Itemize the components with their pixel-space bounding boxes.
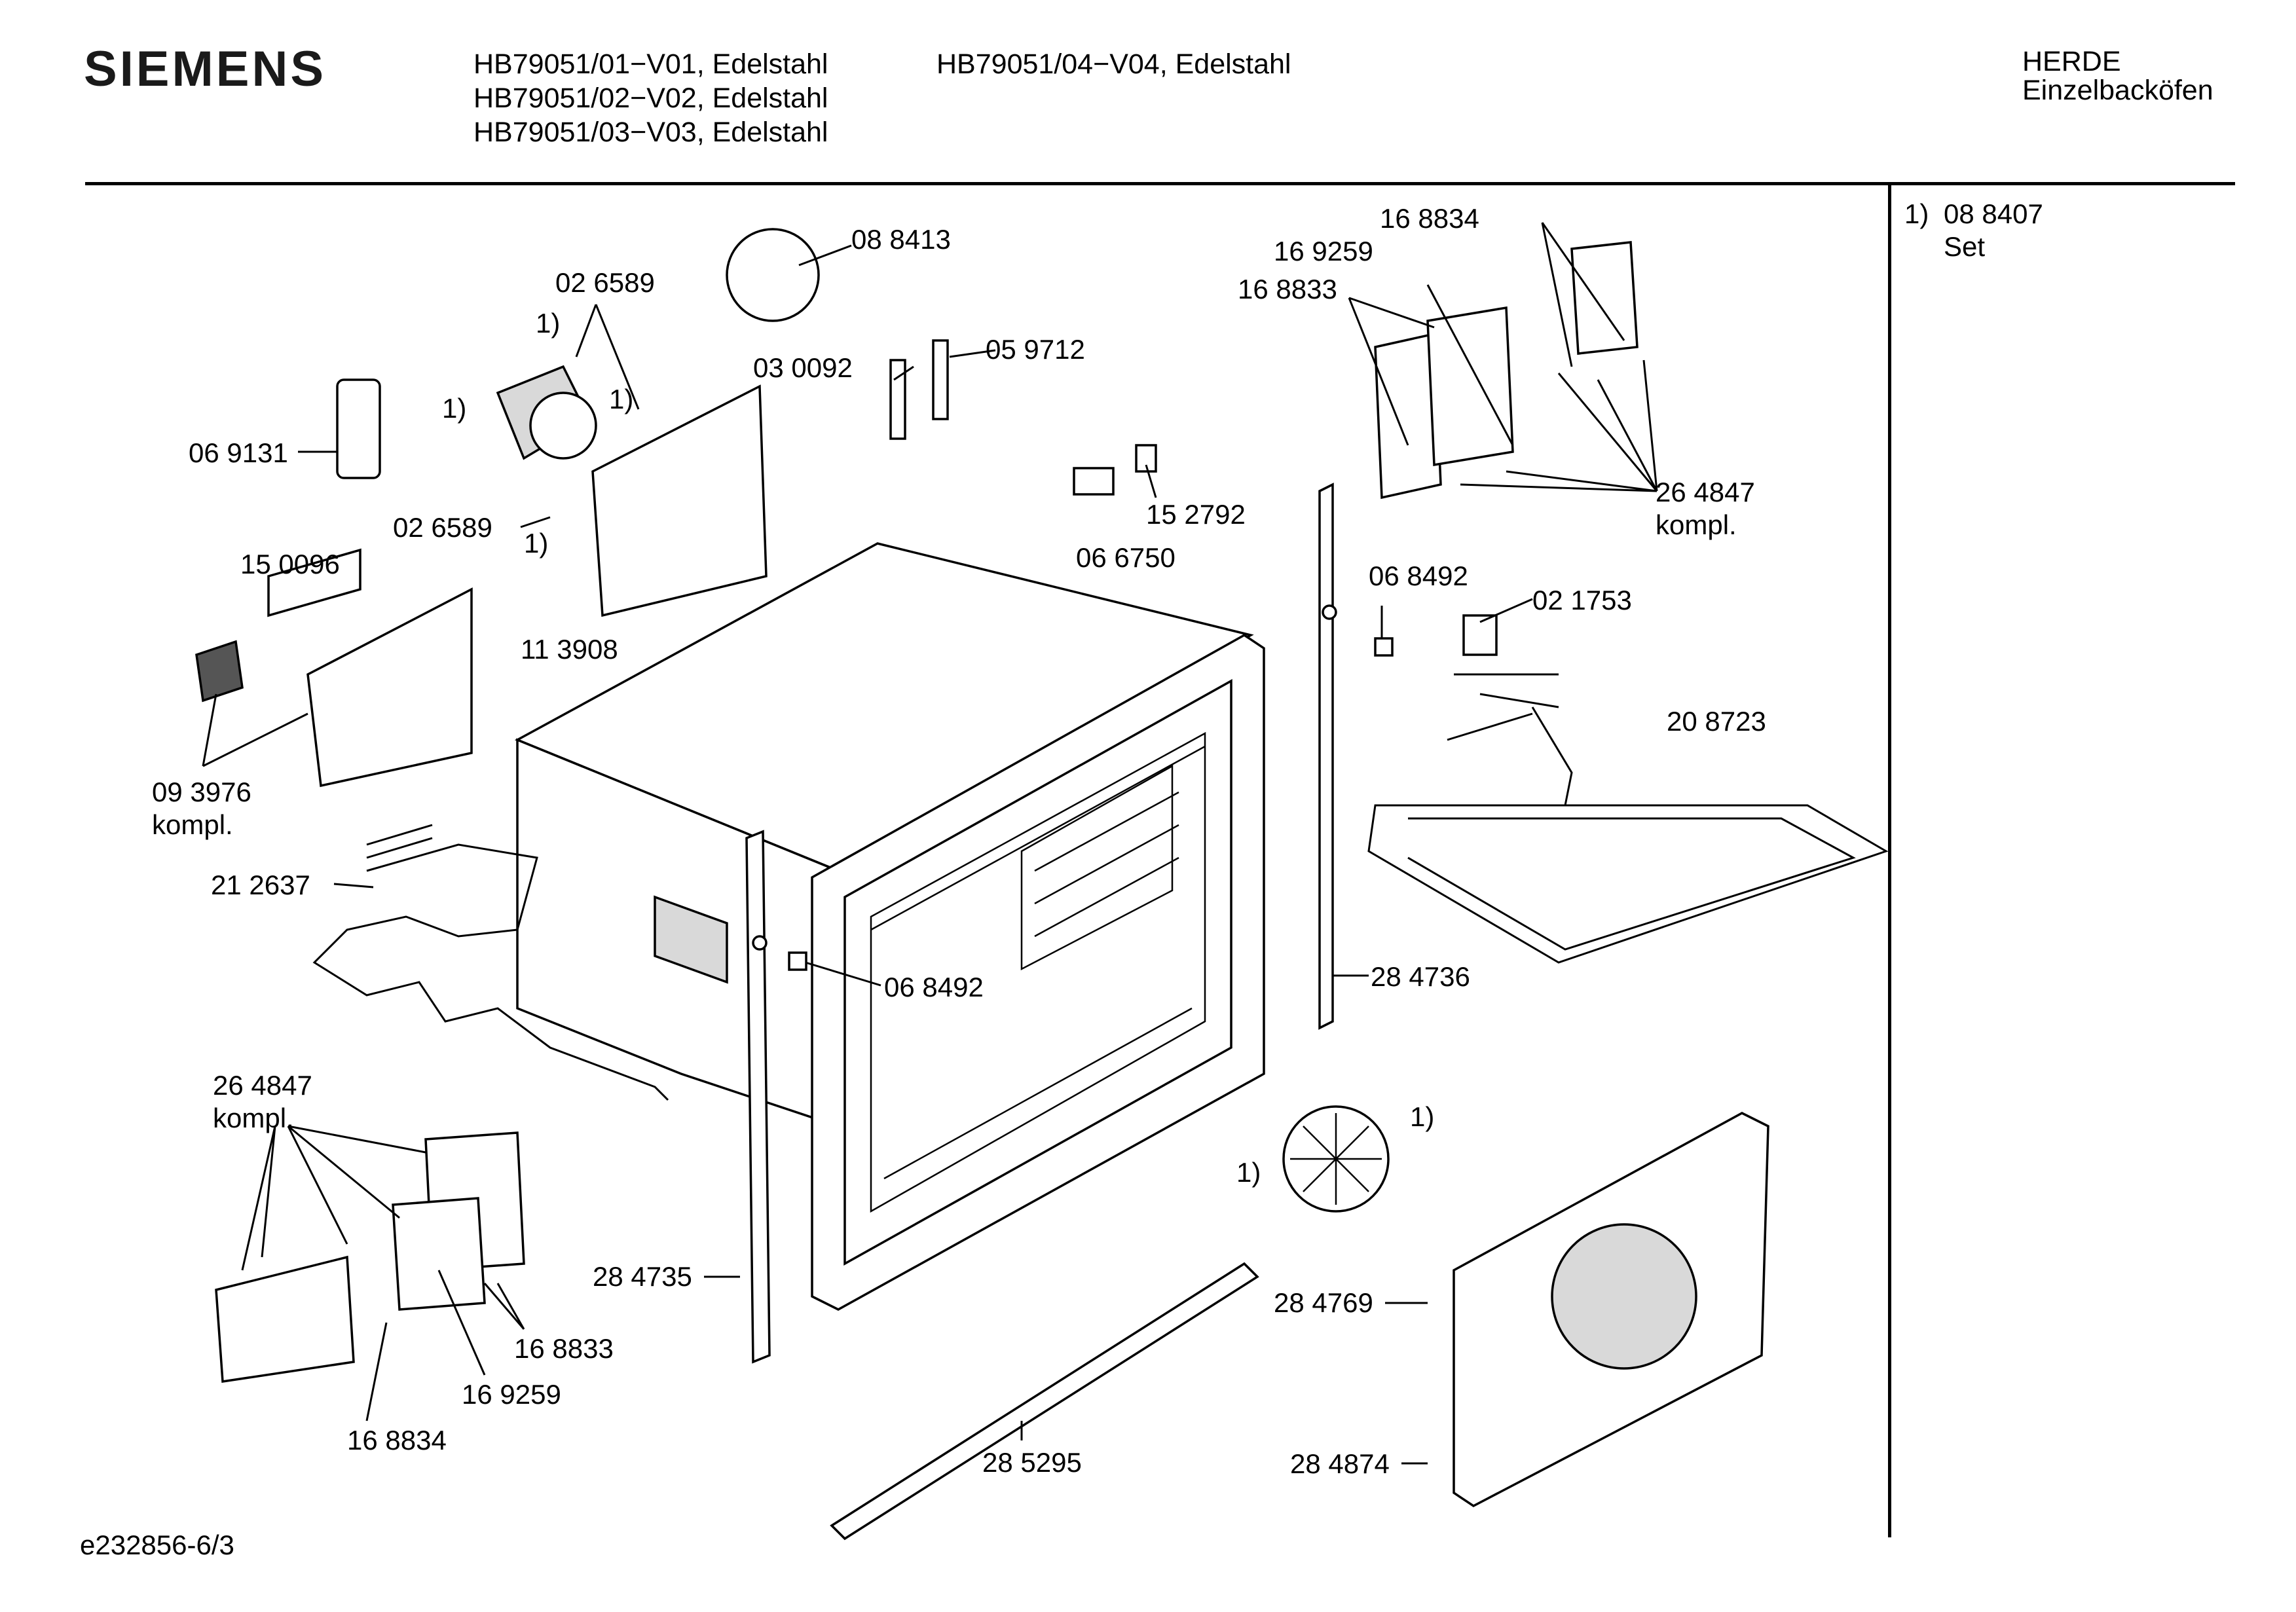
part-label-168834-top: 16 8834 bbox=[1380, 203, 1479, 234]
model-line: HB79051/04−V04, Edelstahl bbox=[936, 48, 1291, 80]
part-label-169259-bottom: 16 9259 bbox=[462, 1379, 561, 1410]
rear-fan-cover bbox=[1453, 1112, 1769, 1508]
part-label-068492-top: 06 8492 bbox=[1369, 560, 1468, 591]
note-code: 08 8407 bbox=[1944, 198, 2043, 229]
footnote-marker: 1) bbox=[536, 308, 561, 339]
grill-element bbox=[1367, 673, 1889, 964]
part-label-284735: 28 4735 bbox=[593, 1261, 692, 1292]
lamp-068492 bbox=[1374, 637, 1394, 657]
part-label-059712: 05 9712 bbox=[986, 334, 1085, 365]
part-label-kompl-top: kompl. bbox=[1656, 509, 1737, 540]
part-label-093976: 09 3976 bbox=[152, 777, 251, 807]
part-label-kompl-bottom: kompl. bbox=[213, 1103, 294, 1133]
lamp-068492-mid bbox=[788, 951, 807, 971]
category-title: HERDE bbox=[2022, 46, 2121, 77]
part-label-284769: 28 4769 bbox=[1274, 1287, 1373, 1318]
category-block: HERDE Einzelbacköfen bbox=[2022, 47, 2213, 105]
part-label-208723: 20 8723 bbox=[1667, 706, 1766, 737]
part-label-066750: 06 6750 bbox=[1076, 542, 1176, 573]
note-text: Set bbox=[1944, 231, 1986, 262]
part-label-168833-bottom: 16 8833 bbox=[514, 1333, 614, 1364]
part-label-264847-bottom: 26 4847 bbox=[213, 1070, 312, 1101]
oven-body bbox=[514, 542, 1265, 1311]
model-list-left: HB79051/01−V01, Edelstahl HB79051/02−V02… bbox=[473, 47, 828, 149]
part-label-030092: 03 0092 bbox=[753, 352, 853, 383]
seal-kit-bottom bbox=[215, 1131, 525, 1383]
switch-066750 bbox=[1073, 467, 1115, 496]
footnote-marker: 1) bbox=[609, 384, 634, 414]
part-label-169259-top: 16 9259 bbox=[1274, 236, 1373, 266]
footnote-marker: 1) bbox=[1236, 1157, 1261, 1188]
part-label-kompl-left: kompl. bbox=[152, 809, 233, 840]
model-line: HB79051/02−V02, Edelstahl bbox=[473, 82, 828, 114]
part-label-285295: 28 5295 bbox=[982, 1447, 1082, 1478]
seal-kit-top bbox=[1374, 241, 1639, 500]
note-marker: 1) bbox=[1904, 198, 1929, 229]
fan-motor-assembly bbox=[336, 228, 820, 617]
footnote-marker: 1) bbox=[442, 393, 467, 424]
bottom-trim bbox=[830, 1262, 1259, 1541]
clip-030092 bbox=[889, 359, 906, 440]
part-label-168834-bottom: 16 8834 bbox=[347, 1425, 447, 1456]
footnote-marker: 1) bbox=[524, 528, 549, 559]
side-rail-left bbox=[745, 830, 771, 1364]
part-label-152792: 15 2792 bbox=[1146, 499, 1246, 530]
clip-059712 bbox=[932, 339, 949, 420]
part-label-068492-mid: 06 8492 bbox=[884, 972, 984, 1002]
drawing-id: e232856-6/3 bbox=[80, 1530, 234, 1560]
part-label-168833-top: 16 8833 bbox=[1238, 274, 1337, 304]
header-divider bbox=[85, 182, 2235, 185]
side-rail-right bbox=[1318, 483, 1334, 1030]
footnote-marker: 1) bbox=[1410, 1101, 1435, 1132]
part-label-264847-top: 26 4847 bbox=[1656, 477, 1755, 507]
leader-lines bbox=[202, 222, 1658, 1465]
model-line: HB79051/01−V01, Edelstahl bbox=[473, 48, 828, 80]
brand-logo: SIEMENS bbox=[84, 41, 327, 97]
bottom-heater bbox=[312, 843, 669, 1101]
convection-fan bbox=[1282, 1105, 1390, 1213]
model-list-right: HB79051/04−V04, Edelstahl bbox=[936, 47, 1291, 81]
part-label-212637: 21 2637 bbox=[211, 870, 310, 900]
part-label-284874: 28 4874 bbox=[1290, 1448, 1390, 1479]
part-label-113908: 11 3908 bbox=[521, 634, 618, 665]
part-label-026589-bottom: 02 6589 bbox=[393, 512, 492, 543]
control-bracket bbox=[306, 587, 473, 788]
model-line: HB79051/03−V03, Edelstahl bbox=[473, 117, 828, 148]
part-label-069131: 06 9131 bbox=[189, 437, 288, 468]
notes-divider bbox=[1888, 185, 1891, 1537]
part-label-088413: 08 8413 bbox=[851, 224, 951, 255]
part-label-021753: 02 1753 bbox=[1532, 585, 1632, 615]
part-label-284736: 28 4736 bbox=[1371, 961, 1470, 992]
subcategory-title: Einzelbacköfen bbox=[2022, 75, 2213, 106]
part-label-150096: 15 0096 bbox=[240, 549, 340, 579]
part-label-026589-top: 02 6589 bbox=[555, 267, 655, 298]
